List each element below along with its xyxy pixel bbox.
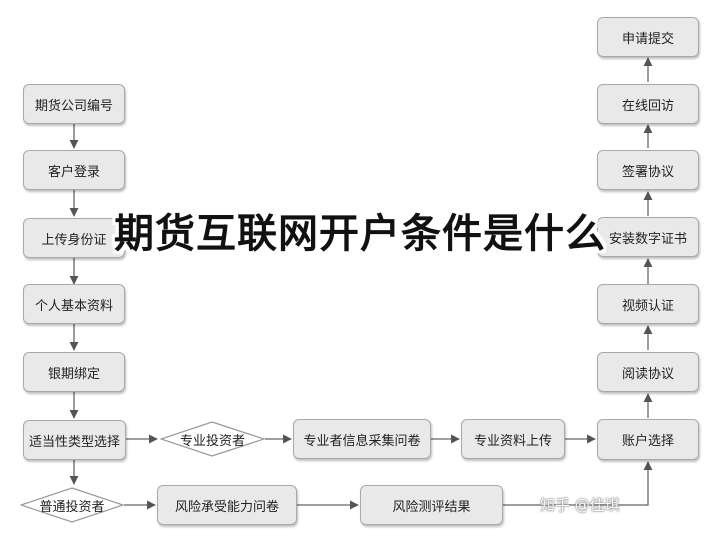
- node-login: 客户登录: [23, 150, 125, 190]
- node-bank-binding: 银期绑定: [23, 352, 125, 392]
- watermark: 知乎 @佳琪: [540, 496, 620, 514]
- node-video-auth: 视频认证: [597, 284, 699, 324]
- node-account-select: 账户选择: [597, 419, 699, 460]
- node-company-code: 期货公司编号: [23, 84, 125, 124]
- node-risk-questionnaire: 风险承受能力问卷: [157, 485, 297, 525]
- node-submit: 申请提交: [597, 17, 699, 57]
- node-online-visit: 在线回访: [597, 84, 699, 124]
- diamond-shape: [160, 421, 265, 457]
- decision-ordinary-label: 普通投资者: [39, 499, 105, 515]
- decision-ordinary: 普通投资者: [20, 487, 124, 523]
- node-personal-info: 个人基本资料: [23, 284, 125, 324]
- node-prof-upload: 专业资料上传: [461, 419, 565, 459]
- page-title: 期货互联网开户条件是什么: [114, 211, 606, 257]
- node-install-cert: 安装数字证书: [597, 217, 699, 257]
- arrow-result-to-account: [503, 461, 653, 506]
- decision-professional-label: 专业投资者: [179, 433, 245, 449]
- node-risk-result: 风险测评结果: [360, 485, 503, 525]
- decision-professional: 专业投资者: [160, 421, 265, 457]
- node-upload-id: 上传身份证: [23, 218, 125, 258]
- node-prof-questionnaire: 专业者信息采集问卷: [293, 419, 431, 459]
- node-read-agreement: 阅读协议: [597, 352, 699, 392]
- node-investor-type: 适当性类型选择: [23, 420, 126, 460]
- node-sign-agreement: 签署协议: [597, 150, 699, 190]
- diamond-shape: [20, 487, 124, 523]
